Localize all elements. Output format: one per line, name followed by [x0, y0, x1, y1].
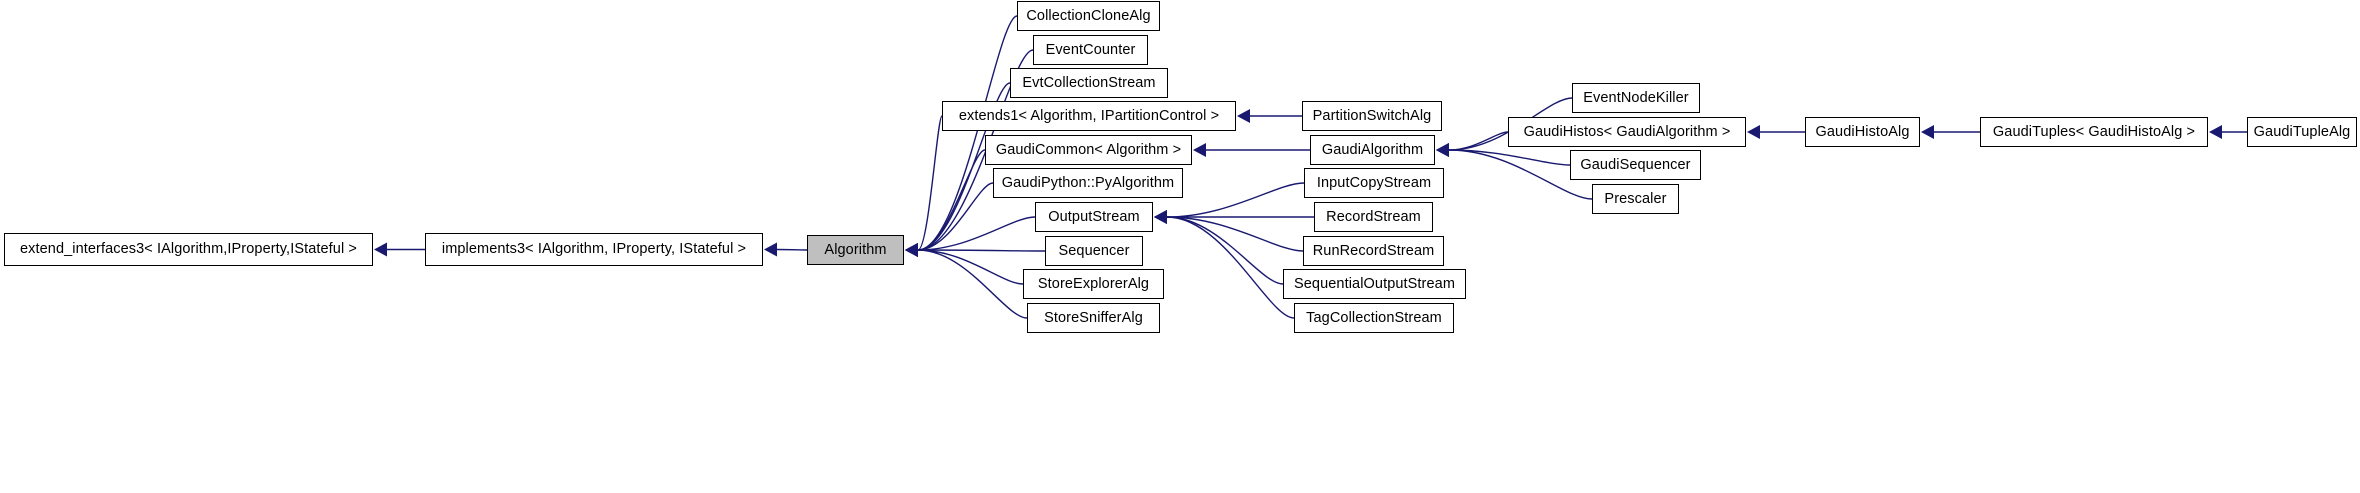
class-node-StoreSnifferAlg[interactable]: StoreSnifferAlg — [1027, 303, 1160, 333]
inheritance-arrowhead — [905, 243, 918, 257]
inheritance-arrowhead — [905, 243, 918, 257]
inheritance-edge — [1166, 216, 1295, 319]
class-node-StoreExplorerAlg[interactable]: StoreExplorerAlg — [1023, 269, 1164, 299]
class-node-label: InputCopyStream — [1316, 174, 1432, 191]
class-node-label: GaudiCommon< Algorithm > — [995, 141, 1182, 158]
inheritance-arrowhead — [1436, 143, 1449, 157]
class-node-EvtCollectionStream[interactable]: EvtCollectionStream — [1010, 68, 1168, 98]
class-node-RecordStream[interactable]: RecordStream — [1314, 202, 1433, 232]
inheritance-edge — [917, 149, 986, 251]
class-node-EventNodeKiller[interactable]: EventNodeKiller — [1572, 83, 1700, 113]
inheritance-arrowhead — [1436, 143, 1449, 157]
class-node-Prescaler[interactable]: Prescaler — [1592, 184, 1679, 214]
class-node-InputCopyStream[interactable]: InputCopyStream — [1304, 168, 1444, 198]
inheritance-edge — [917, 182, 994, 251]
class-node-label: extends1< Algorithm, IPartitionControl > — [958, 107, 1220, 124]
class-node-extend_interfaces3[interactable]: extend_interfaces3< IAlgorithm,IProperty… — [4, 233, 373, 266]
inheritance-edge — [776, 248, 808, 251]
class-node-EventCounter[interactable]: EventCounter — [1033, 35, 1148, 65]
inheritance-arrowhead — [1154, 210, 1167, 224]
class-node-label: Sequencer — [1058, 242, 1130, 259]
inheritance-arrowhead — [1154, 210, 1167, 224]
class-node-label: SequentialOutputStream — [1294, 275, 1455, 292]
inheritance-edge — [1166, 182, 1305, 218]
class-node-label: GaudiHistos< GaudiAlgorithm > — [1523, 123, 1731, 140]
inheritance-edge — [917, 249, 1028, 319]
class-node-GaudiHistos[interactable]: GaudiHistos< GaudiAlgorithm > — [1508, 117, 1746, 147]
class-node-label: implements3< IAlgorithm, IProperty, ISta… — [441, 241, 747, 258]
class-node-GaudiCommon[interactable]: GaudiCommon< Algorithm > — [985, 135, 1192, 165]
class-node-GaudiSequencer[interactable]: GaudiSequencer — [1570, 150, 1701, 180]
inheritance-arrowhead — [905, 243, 918, 257]
class-node-label: Prescaler — [1604, 190, 1667, 207]
inheritance-arrowhead — [905, 243, 918, 257]
class-node-CollectionCloneAlg[interactable]: CollectionCloneAlg — [1017, 1, 1160, 31]
inheritance-edge — [1448, 149, 1571, 166]
class-node-label: CollectionCloneAlg — [1026, 7, 1151, 24]
class-node-label: GaudiHistoAlg — [1815, 123, 1910, 140]
class-node-RunRecordStream[interactable]: RunRecordStream — [1303, 236, 1444, 266]
class-node-GaudiTupleAlg[interactable]: GaudiTupleAlg — [2247, 117, 2357, 147]
inheritance-arrowhead — [905, 243, 918, 257]
class-node-extends1[interactable]: extends1< Algorithm, IPartitionControl > — [942, 101, 1236, 131]
class-node-GaudiTuples[interactable]: GaudiTuples< GaudiHistoAlg > — [1980, 117, 2208, 147]
inheritance-edge — [917, 249, 1046, 252]
class-node-label: EvtCollectionStream — [1022, 74, 1156, 91]
inheritance-arrowhead — [2209, 125, 2222, 139]
class-node-SequentialOutputStream[interactable]: SequentialOutputStream — [1283, 269, 1466, 299]
inheritance-arrowhead — [1436, 143, 1449, 157]
class-node-OutputStream[interactable]: OutputStream — [1035, 202, 1153, 232]
inheritance-arrowhead — [905, 243, 918, 257]
class-node-label: extend_interfaces3< IAlgorithm,IProperty… — [19, 241, 357, 258]
inheritance-arrowhead — [764, 242, 777, 257]
inheritance-edge — [917, 115, 943, 251]
class-node-TagCollectionStream[interactable]: TagCollectionStream — [1294, 303, 1454, 333]
inheritance-arrowhead — [1921, 125, 1934, 139]
class-node-Algorithm[interactable]: Algorithm — [807, 235, 904, 265]
class-node-PartitionSwitchAlg[interactable]: PartitionSwitchAlg — [1302, 101, 1442, 131]
inheritance-edge — [917, 216, 1036, 251]
inheritance-edge — [917, 249, 1024, 285]
class-node-label: GaudiAlgorithm — [1321, 141, 1424, 158]
inheritance-arrowhead — [1747, 125, 1760, 139]
inheritance-arrowhead — [1154, 210, 1167, 224]
inheritance-arrowhead — [905, 243, 918, 257]
class-node-label: GaudiSequencer — [1580, 156, 1691, 173]
class-node-label: TagCollectionStream — [1306, 309, 1442, 326]
inheritance-arrowhead — [905, 243, 918, 257]
inheritance-edge — [917, 15, 1018, 251]
class-node-GaudiHistoAlg[interactable]: GaudiHistoAlg — [1805, 117, 1920, 147]
inheritance-arrowhead — [1154, 210, 1167, 224]
inheritance-arrowhead — [1154, 210, 1167, 224]
class-node-label: RecordStream — [1326, 208, 1421, 225]
class-node-label: OutputStream — [1048, 208, 1140, 225]
class-node-label: GaudiTupleAlg — [2253, 123, 2351, 140]
inheritance-arrowhead — [905, 243, 918, 257]
inheritance-arrowhead — [1237, 109, 1250, 123]
inheritance-arrowhead — [1193, 143, 1206, 157]
class-node-label: StoreSnifferAlg — [1044, 309, 1143, 326]
inheritance-edge — [1166, 216, 1284, 285]
class-node-label: GaudiPython::PyAlgorithm — [1001, 174, 1175, 191]
inheritance-arrowhead — [374, 242, 387, 257]
class-node-label: EventNodeKiller — [1583, 89, 1689, 106]
inheritance-edge — [1448, 131, 1509, 151]
class-node-label: PartitionSwitchAlg — [1312, 107, 1432, 124]
inheritance-edge — [1166, 216, 1304, 252]
class-node-GaudiPythonPyAlgorithm[interactable]: GaudiPython::PyAlgorithm — [993, 168, 1183, 198]
class-node-label: StoreExplorerAlg — [1037, 275, 1150, 292]
class-node-implements3[interactable]: implements3< IAlgorithm, IProperty, ISta… — [425, 233, 763, 266]
class-node-label: Algorithm — [824, 241, 887, 258]
class-node-label: GaudiTuples< GaudiHistoAlg > — [1992, 123, 2196, 140]
class-node-Sequencer[interactable]: Sequencer — [1045, 236, 1143, 266]
inheritance-arrowhead — [905, 243, 918, 257]
class-node-GaudiAlgorithm[interactable]: GaudiAlgorithm — [1310, 135, 1435, 165]
inheritance-arrowhead — [1436, 143, 1449, 157]
class-node-label: EventCounter — [1045, 41, 1136, 58]
class-node-label: RunRecordStream — [1312, 242, 1435, 259]
